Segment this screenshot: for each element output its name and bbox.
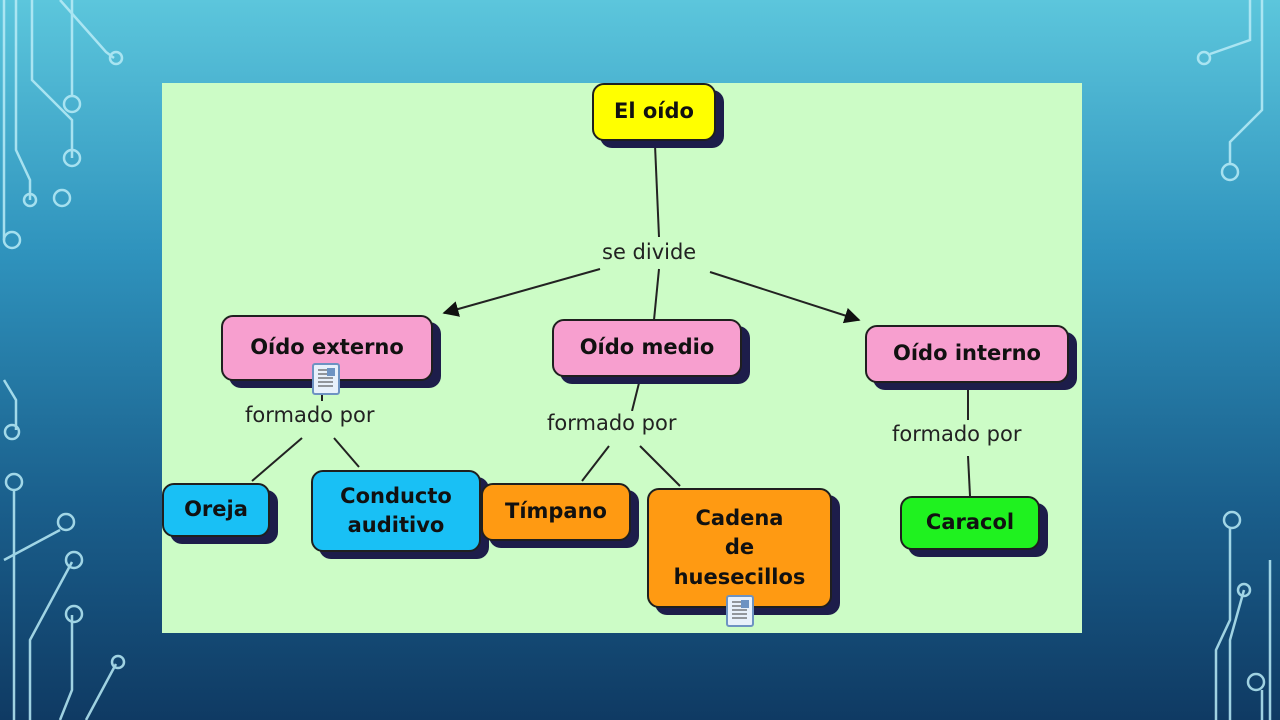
link-label-formado-por-medio: formado por (545, 411, 679, 435)
node-cadena-de-huesecillos[interactable]: Cadena de huesecillos (647, 488, 832, 608)
document-icon[interactable] (312, 363, 340, 395)
link-to-timpano (581, 445, 610, 482)
node-oido-interno[interactable]: Oído interno (865, 325, 1069, 383)
link-label-se-divide: se divide (600, 240, 699, 264)
node-oido-medio[interactable]: Oído medio (552, 319, 742, 377)
link-to-caracol (967, 455, 971, 497)
concept-map: El oído se divide Oído externo formado p… (162, 83, 1082, 633)
link-label-formado-por-externo: formado por (243, 403, 377, 427)
concept-links (251, 144, 971, 497)
link-to-oido-medio (653, 268, 660, 321)
node-conducto-auditivo[interactable]: Conducto auditivo (311, 470, 481, 552)
node-timpano[interactable]: Tímpano (481, 483, 631, 541)
link-medio-to-label (631, 382, 640, 412)
document-icon[interactable] (726, 595, 754, 627)
link-to-cadena (639, 445, 681, 487)
node-caracol[interactable]: Caracol (900, 496, 1040, 550)
link-label-formado-por-interno: formado por (890, 422, 1024, 446)
node-el-oido[interactable]: El oído (592, 83, 716, 141)
node-oido-externo[interactable]: Oído externo (221, 315, 433, 381)
link-to-oreja (251, 437, 303, 482)
circuit-decoration-right (1196, 0, 1272, 720)
link-root-to-label (654, 144, 660, 238)
node-oreja[interactable]: Oreja (162, 483, 270, 537)
arrow-to-oido-externo (442, 268, 601, 317)
arrow-to-oido-interno (709, 271, 861, 324)
circuit-decoration-left (2, 0, 126, 720)
link-to-conducto (333, 437, 360, 468)
